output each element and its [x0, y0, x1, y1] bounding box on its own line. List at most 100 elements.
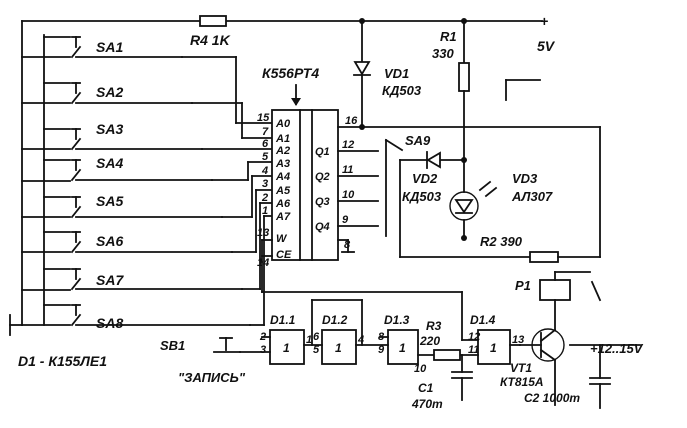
r1-ref: R1: [440, 29, 457, 44]
gate-d1-4-pin11: 11: [468, 344, 479, 356]
vd3-junction: [461, 235, 467, 241]
rom-pin-a3: A3: [275, 158, 290, 170]
switch-label-sa4: SA4: [96, 155, 123, 171]
vt1-collector: [539, 328, 557, 343]
rom-pinnum-12: 12: [342, 139, 354, 151]
r4-label: R4 1K: [190, 32, 231, 48]
p1-contact: [590, 280, 602, 302]
rom-chip-body: [271, 109, 339, 261]
sa9-contact: [384, 138, 404, 152]
rom-chip-pointer-arrow: [291, 98, 301, 106]
rom-output-lines: [337, 139, 387, 253]
rom-pinnum-16: 16: [345, 115, 358, 127]
gate-d1-3-ref: D1.3: [384, 313, 410, 327]
switch-symbols: [70, 36, 251, 327]
vt1-part: КТ815А: [500, 375, 544, 389]
vd3-ray-1: [478, 180, 492, 192]
rom-pin-a0: A0: [275, 118, 291, 130]
sa9-label: SA9: [405, 133, 431, 148]
vd1-symbol: [353, 61, 371, 76]
rom-pinnum-3: 3: [262, 178, 268, 190]
gate-d1-3-pin9: 9: [378, 344, 385, 356]
r1-value: 330: [432, 46, 454, 61]
switch-label-sa8: SA8: [96, 315, 123, 331]
vd1-ref: VD1: [384, 66, 409, 81]
r2-label: R2 390: [480, 234, 523, 249]
sb1-label: SB1: [160, 338, 185, 353]
vt1-emitter: [539, 348, 557, 362]
rom-pinnum-5: 5: [262, 151, 269, 163]
rom-pin-a5: A5: [275, 185, 291, 197]
vd1-part: КД503: [382, 83, 422, 98]
supply-12v: +12..15V: [590, 341, 644, 356]
gate-d1-2-symbol: 1: [335, 341, 342, 355]
p1-label: P1: [515, 278, 531, 293]
rom-pin-a7: A7: [275, 211, 291, 223]
switch-label-sa2: SA2: [96, 84, 123, 100]
switch-label-sa6: SA6: [96, 233, 123, 249]
rom-pin-a4: A4: [275, 171, 290, 183]
rom-pin-a2: A2: [275, 145, 290, 157]
rom-pinnum-1: 1: [262, 205, 268, 217]
rom-pin-q3: Q3: [315, 196, 330, 208]
gate-d1-3-symbol: 1: [399, 341, 406, 355]
rom-pin-ce: CE: [276, 249, 292, 261]
vd3-ray-2: [484, 186, 498, 198]
sb1-caption: "ЗАПИСЬ": [178, 370, 246, 385]
gate-d1-4-symbol: 1: [490, 341, 497, 355]
rom-chip-part: К556РТ4: [262, 65, 319, 81]
c1-value: 470m: [411, 397, 443, 411]
gate-d1-2: [321, 329, 357, 365]
rom-pinnum-6: 6: [262, 138, 269, 150]
r4-symbol: [199, 15, 227, 27]
rom-pin-q4: Q4: [315, 221, 330, 233]
address-lines: [181, 56, 273, 326]
vd3-ref: VD3: [512, 171, 538, 186]
rom-pinnum-7: 7: [262, 126, 269, 138]
rom-pinnum-4: 4: [261, 165, 268, 177]
d1-note: D1 - К155ЛЕ1: [18, 353, 107, 369]
gate-d1-1-ref: D1.1: [270, 313, 296, 327]
rom-pinnum-2: 2: [261, 192, 268, 204]
r2-symbol: [529, 251, 559, 263]
rom-pinnum-14: 14: [257, 257, 269, 269]
switch-label-sa1: SA1: [96, 39, 123, 55]
gate-d1-1-pin1: 1: [306, 334, 312, 346]
gate-d1-3-pin10: 10: [414, 363, 427, 375]
rom-pinnum-11: 11: [342, 164, 353, 176]
p1-coil: [539, 279, 571, 301]
rom-pin-a6: A6: [275, 198, 291, 210]
supply-plus: +: [540, 13, 548, 29]
supply-5v: 5V: [537, 38, 556, 54]
rom-pinnum-15: 15: [257, 112, 270, 124]
gate-d1-2-ref: D1.2: [322, 313, 348, 327]
rom-pin-q2: Q2: [315, 171, 330, 183]
rom-pin-q1: Q1: [315, 146, 330, 158]
gate-wiring: [261, 299, 521, 373]
gate-d1-3: [387, 329, 419, 365]
switch-rungs: [21, 36, 71, 326]
vd2-ref: VD2: [412, 171, 438, 186]
gate-d1-4-pin12: 12: [468, 331, 480, 343]
c2-label: C2 1000m: [524, 391, 580, 405]
vd3-symbol: [454, 199, 474, 214]
vd2-part: КД503: [402, 189, 442, 204]
vd3-part: АЛ307: [511, 189, 553, 204]
gate-d1-4-ref: D1.4: [470, 313, 496, 327]
switch-label-sa7: SA7: [96, 272, 124, 288]
gate-d1-2-pin6: 6: [313, 331, 320, 343]
rom-pinnum-10: 10: [342, 189, 355, 201]
rom-pin-a1: A1: [275, 133, 290, 145]
vd2-symbol: [426, 151, 441, 169]
r3-value: 220: [419, 334, 440, 348]
switch-label-sa3: SA3: [96, 121, 123, 137]
rom-pinnum-13: 13: [257, 227, 269, 239]
r1-symbol: [458, 62, 470, 92]
r3-symbol: [433, 349, 461, 361]
rom-pinnum-9: 9: [342, 214, 349, 226]
gate-d1-2-pin5: 5: [313, 344, 320, 356]
gate-d1-2-pin4: 4: [357, 334, 364, 346]
gate-d1-4: [477, 329, 511, 365]
top-rail-junction: [359, 18, 365, 24]
